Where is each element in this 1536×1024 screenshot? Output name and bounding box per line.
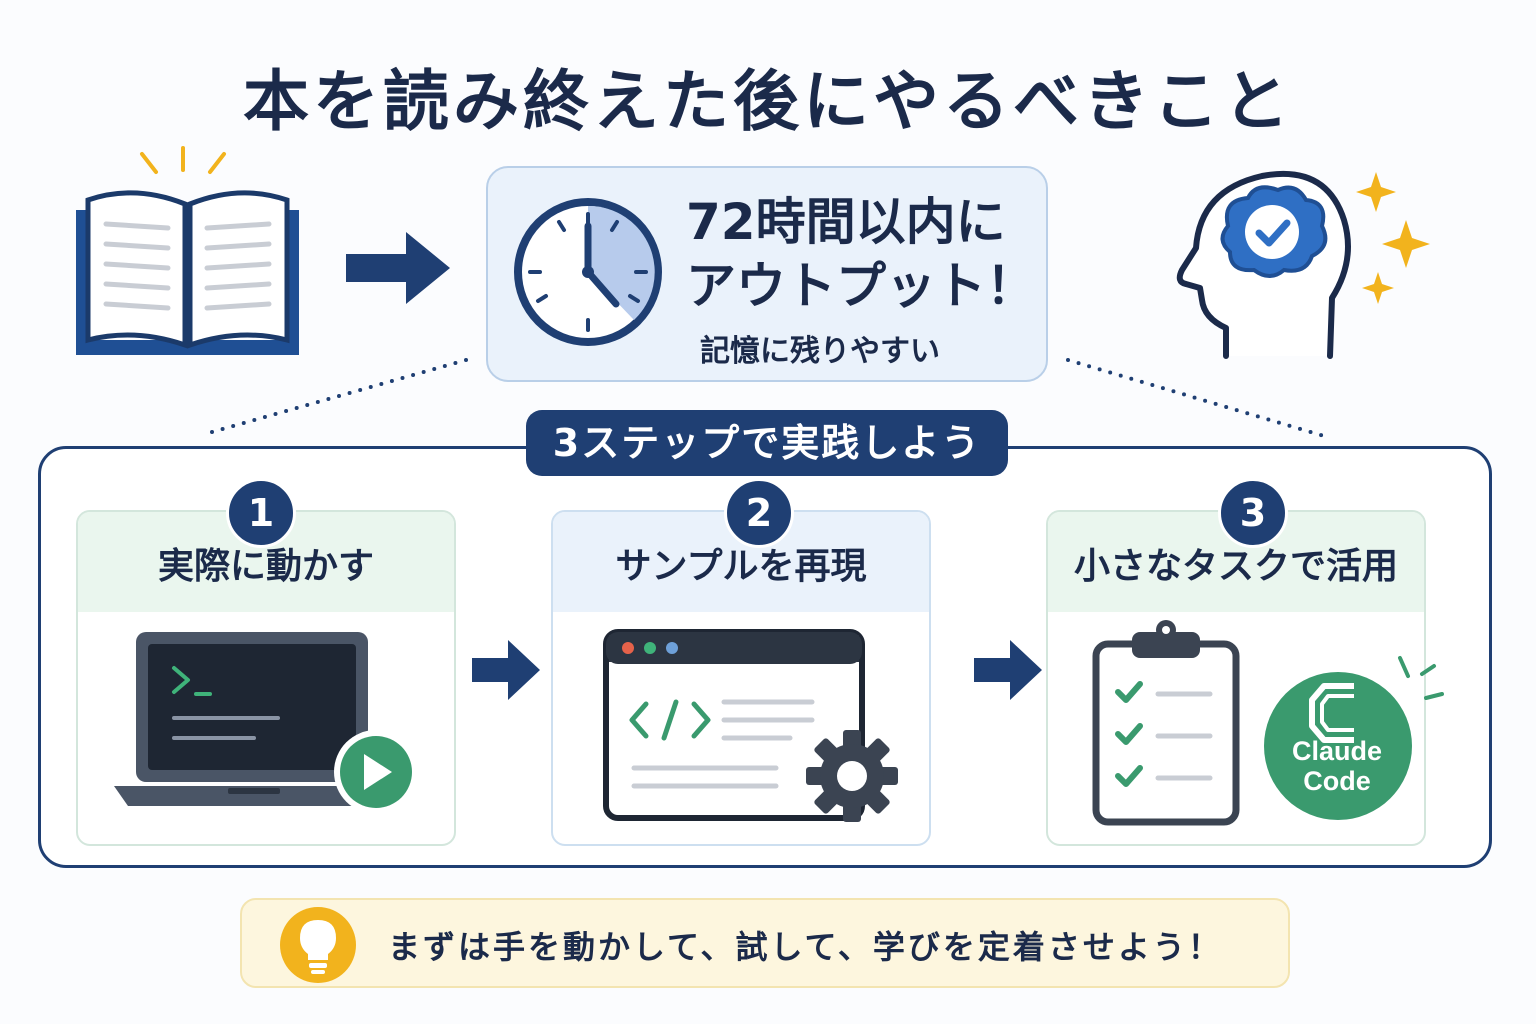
- page-title: 本を読み終えた後にやるべきこと: [243, 63, 1293, 140]
- step-2-number: 2: [724, 478, 794, 548]
- laptop-terminal-play-icon: [114, 632, 418, 814]
- step-3-number: 3: [1218, 478, 1288, 548]
- clipboard-checklist-icon: [1092, 620, 1240, 826]
- right-arrow-icon: [346, 232, 450, 304]
- claude-label-line2: Code: [1303, 766, 1371, 796]
- code-window-gear-icon: [603, 629, 898, 822]
- brain-check-head-icon: [1176, 170, 1430, 359]
- tip-banner: [240, 898, 1290, 988]
- claude-label-line1: Claude: [1291, 736, 1383, 766]
- steps-banner: 3ステップで実践しよう: [526, 410, 1008, 476]
- tip-text: まずは手を動かして、試して、学びを定着させよう！: [388, 928, 1223, 966]
- clock-icon: [514, 198, 662, 346]
- step-arrow-icon: [974, 640, 1042, 700]
- claude-code-label: Claude Code: [1262, 736, 1412, 796]
- output-headline-line1: 72時間以内に: [686, 193, 1006, 251]
- output-headline: 72時間以内に アウトプット！: [686, 190, 1036, 318]
- output-headline-line2: アウトプット！: [686, 257, 1036, 315]
- step-1-number: 1: [226, 478, 296, 548]
- lightbulb-icon: [280, 907, 356, 983]
- step-arrow-icon: [472, 640, 540, 700]
- open-book-icon: [76, 146, 299, 355]
- claude-code-badge: [1264, 656, 1444, 820]
- output-subtext: 記憶に残りやすい: [700, 334, 940, 369]
- step-2-label: サンプルを再現: [553, 512, 929, 612]
